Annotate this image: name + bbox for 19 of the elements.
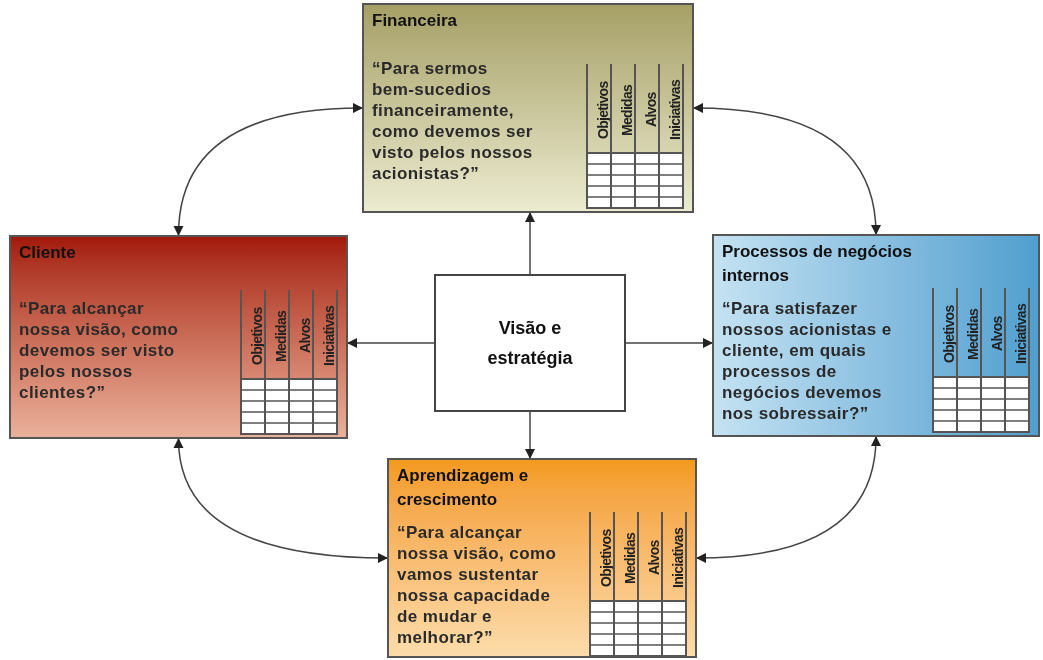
arrow [524, 211, 536, 275]
guiding-question: “Para sermos bem-sucedios financeiramente, como devemos ser visto pelos nossos acionistas?” [372, 58, 534, 184]
arrow [625, 337, 714, 349]
perspective-box [362, 3, 694, 213]
arrow [174, 437, 389, 563]
guiding-question: “Para alcançar nossa visão, como devemos ser visto pelos nossos clientes?” [19, 297, 180, 403]
center-box [434, 274, 626, 412]
arrow [524, 411, 536, 460]
center-label: Visão e estratégia [486, 317, 574, 370]
guiding-question: “Para alcançar nossa visão, como vamos sustentar nossa capacidade de mudar e melhorar?” [397, 521, 558, 648]
perspective-box [712, 234, 1040, 437]
perspective-heading: Processos de negócios internos [722, 241, 913, 287]
perspective-heading: Aprendizagem e crescimento [397, 465, 530, 511]
perspective-heading: Financeira [372, 10, 459, 32]
arrow [173, 103, 364, 237]
perspective-box [9, 235, 348, 439]
perspective-heading: Cliente [19, 242, 77, 264]
guiding-question: “Para satisfazer nossos acionistas e cliente, em quais processos de negócios devemos nos sobressair?” [722, 297, 893, 424]
perspective-box [387, 458, 697, 658]
